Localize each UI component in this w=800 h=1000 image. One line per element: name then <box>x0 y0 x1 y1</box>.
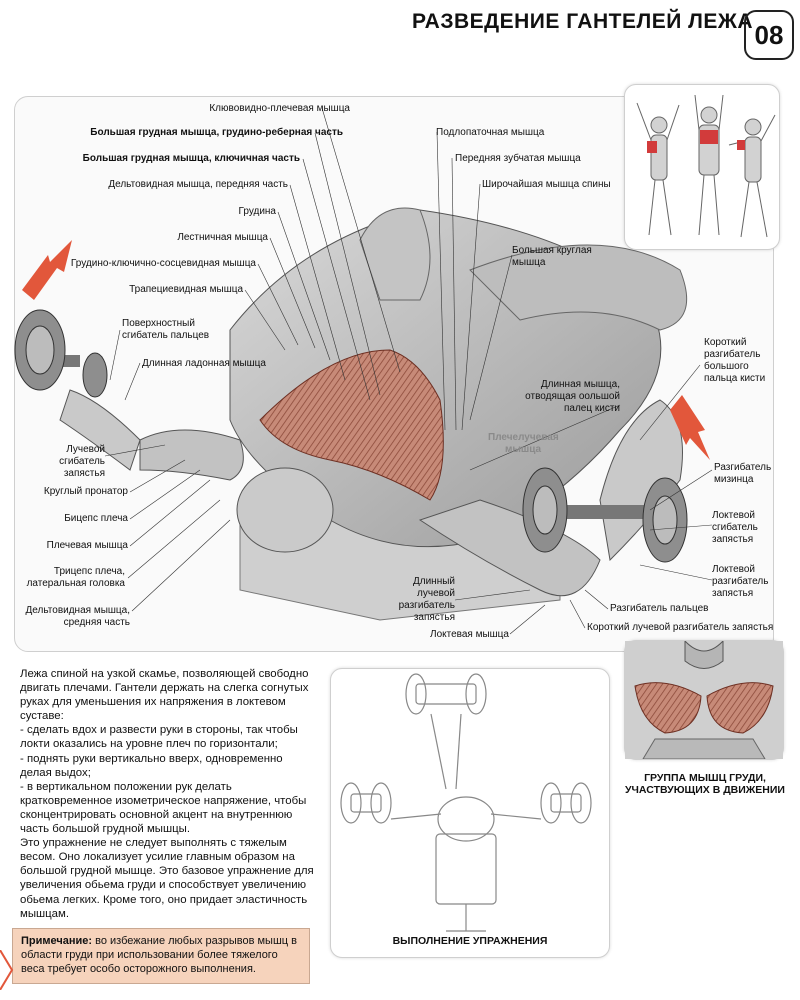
muscle-figures-inset <box>624 84 780 250</box>
label-flexor-digitorum-superficialis: Поверхностный сгибатель пальцев <box>122 318 210 341</box>
exercise-sketch <box>340 673 592 932</box>
execution-caption: ВЫПОЛНЕНИЕ УПРАЖНЕНИЯ <box>392 935 548 947</box>
label-abductor-pollicis-longus: Длинная мышца, отводящая оольшой палец к… <box>525 379 620 414</box>
page-title: РАЗВЕДЕНИЕ ГАНТЕЛЕЙ ЛЕЖА <box>412 10 754 33</box>
left-forearm <box>139 429 244 481</box>
note-text: во избежание любых разрывов мышц в облас… <box>21 935 297 975</box>
label-latissimus-dorsi: Широчайшая мышца спины <box>482 179 611 190</box>
label-palmaris-longus: Длинная ладонная мышца <box>142 358 266 369</box>
label-pronator-teres: Круглый пронатор <box>43 486 128 497</box>
label-pectoralis-sternocostal: Большая грудная мышца, грудино-реберная … <box>90 127 343 138</box>
description-outro: Это упражнение не следует выполнять с тя… <box>20 837 314 920</box>
label-extensor-carpi-ulnaris: Локтевой разгибатель запястья <box>712 564 769 599</box>
exercise-execution-inset: ВЫПОЛНЕНИЕ УПРАЖНЕНИЯ <box>330 668 610 958</box>
label-subscapularis: Подлопаточная мышца <box>436 127 545 138</box>
movement-arrow-left-icon <box>22 240 72 300</box>
pectoralis-major-highlight <box>259 349 444 501</box>
description-step-1: - сделать вдох и развести руки в стороны… <box>20 724 298 751</box>
label-coracobrachialis: Клювовидно-плечевая мышца <box>209 103 350 114</box>
description-step-3: - в вертикальном положении рук делать кр… <box>20 780 307 836</box>
label-flexor-carpi-radialis: Лучевой сгибатель запястья <box>59 444 105 479</box>
description-intro: Лежа спиной на узкой скамье, позволяющей… <box>20 668 309 723</box>
label-extensor-carpi-radialis-brevis: Короткий лучевой разгибатель запястья <box>587 622 774 633</box>
note-arrow-icon <box>0 950 14 990</box>
label-sternum: Грудина <box>238 206 276 217</box>
label-extensor-digitorum: Разгибатель пальцев <box>610 603 709 614</box>
label-serratus-anterior: Передняя зубчатая мышца <box>455 153 581 164</box>
label-brachioradialis: Плечелучевая мышца <box>488 432 559 455</box>
chest-group-caption: ГРУППА МЫШЦ ГРУДИ, УЧАСТВУЮЩИХ В ДВИЖЕНИ… <box>625 772 785 796</box>
anatomy-illustration <box>14 107 713 635</box>
page-number-badge: 08 <box>744 10 794 60</box>
head <box>236 467 334 553</box>
label-pectoralis-clavicular: Большая грудная мышца, ключичная часть <box>82 153 300 164</box>
description-step-2: - поднять руки вертикально вверх, одновр… <box>20 752 283 779</box>
note-box: Примечание: во избежание любых разрывов … <box>12 928 310 984</box>
label-deltoid-middle: Дельтовидная мышца, средняя часть <box>25 605 130 628</box>
label-extensor-carpi-radialis-longus: Длинный лучевой разгибатель запястья <box>398 576 455 623</box>
label-teres-major: Большая круглая мышца <box>512 245 592 268</box>
chest-muscle-inset <box>624 639 784 760</box>
label-trapezius: Трапециевидная мышца <box>129 284 243 295</box>
label-extensor-digiti-minimi: Разгибатель мизинца <box>714 462 772 485</box>
note-label: Примечание: <box>21 935 93 947</box>
label-flexor-carpi-ulnaris: Локтевой сгибатель запястья <box>712 510 758 545</box>
label-sternocleidomastoid: Грудино-ключично-сосцевидная мышца <box>70 258 256 269</box>
exercise-description: Лежа спиной на узкой скамье, позволяющей… <box>20 667 316 921</box>
chest-muscle-illustration <box>625 639 783 760</box>
thigh <box>469 244 688 331</box>
label-biceps: Бицепс плеча <box>64 513 128 524</box>
standing-figures-illustration <box>636 94 776 238</box>
label-brachialis: Плечевая мышца <box>46 540 128 551</box>
right-dumbbell <box>522 467 688 563</box>
left-dumbbell <box>14 309 108 398</box>
movement-arrow-right-icon <box>670 395 710 460</box>
label-extensor-pollicis-brevis: Короткий разгибатель большого пальца кис… <box>704 337 766 384</box>
label-anconeus: Локтевая мышца <box>430 629 509 640</box>
leg <box>359 207 431 301</box>
label-scalene: Лестничная мышца <box>177 232 268 243</box>
label-triceps-lateral: Трицепс плеча, латеральная головка <box>26 566 125 589</box>
label-leader-lines <box>104 107 713 635</box>
left-hand <box>59 389 141 471</box>
label-deltoid-anterior: Дельтовидная мышца, передняя часть <box>108 179 288 190</box>
